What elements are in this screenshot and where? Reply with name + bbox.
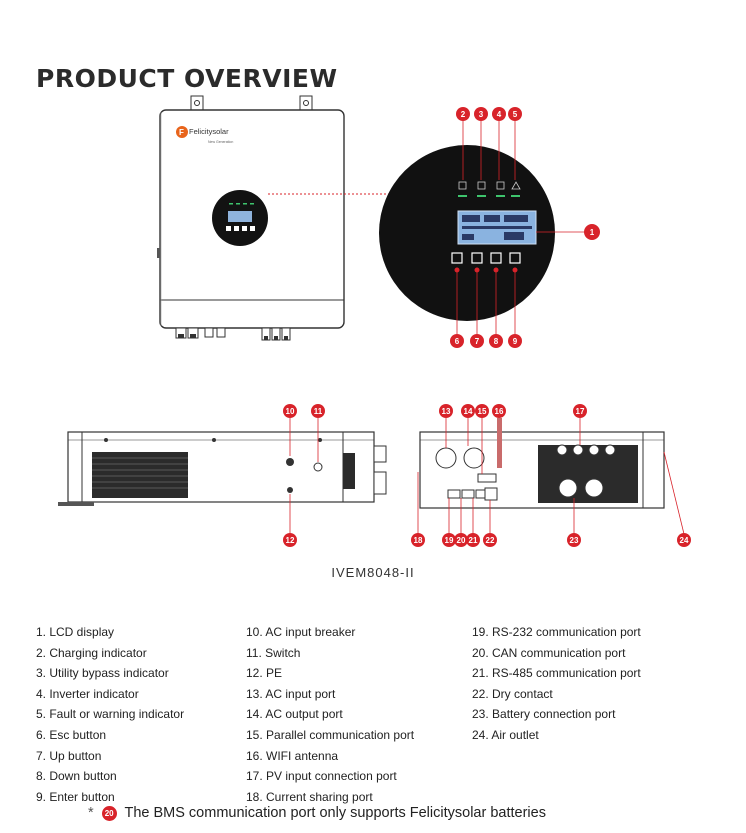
inverter-bottom-view xyxy=(417,418,685,535)
callout-13: 13 xyxy=(439,404,453,418)
callout-8: 8 xyxy=(489,334,503,348)
callout-14: 14 xyxy=(461,404,475,418)
callout-24: 24 xyxy=(677,533,691,547)
callout-9: 9 xyxy=(508,334,522,348)
svg-text:14: 14 xyxy=(464,407,473,416)
callout-4: 4 xyxy=(492,107,506,121)
callout-1: 1 xyxy=(584,224,600,240)
callout-2: 2 xyxy=(456,107,470,121)
svg-text:8: 8 xyxy=(494,337,499,346)
legend-item: 19. RS-232 communication port xyxy=(472,625,641,639)
callout-20: 20 xyxy=(454,533,468,547)
svg-text:22: 22 xyxy=(486,536,495,545)
callout-18: 18 xyxy=(411,533,425,547)
svg-text:2: 2 xyxy=(461,110,466,119)
callout-19: 19 xyxy=(442,533,456,547)
note-text: The BMS communication port only supports… xyxy=(124,805,546,821)
model-label: IVEM8048-II xyxy=(331,565,415,580)
callout-15: 15 xyxy=(475,404,489,418)
svg-text:5: 5 xyxy=(513,110,518,119)
svg-text:21: 21 xyxy=(469,536,478,545)
legend-item: 16. WIFI antenna xyxy=(246,748,339,763)
legend-item: 5. Fault or warning indicator xyxy=(36,707,185,722)
legend-column-2: 10. AC input breaker 11. Switch 12. PE 1… xyxy=(246,622,414,807)
note-star: * xyxy=(88,805,94,821)
bms-note: * 20 The BMS communication port only sup… xyxy=(88,805,546,821)
callout-5: 5 xyxy=(508,107,522,121)
brand-sub: New Generation xyxy=(208,140,233,144)
legend-column-3: 19. RS-232 communication port 20. CAN co… xyxy=(472,622,641,746)
legend-item: 13. AC input port xyxy=(246,686,336,701)
inverter-front-view: F Felicitysolar New Generation xyxy=(157,95,412,341)
brand-name: Felicitysolar xyxy=(189,127,229,136)
svg-text:12: 12 xyxy=(286,536,295,545)
svg-text:6: 6 xyxy=(455,337,460,346)
svg-text:13: 13 xyxy=(442,407,451,416)
svg-text:1: 1 xyxy=(590,228,595,237)
legend-item: 23. Battery connection port xyxy=(472,707,616,722)
control-panel-zoom xyxy=(379,121,584,334)
legend-item: 14. AC output port xyxy=(246,707,343,722)
legend-item: 18. Current sharing port xyxy=(246,789,373,804)
svg-text:11: 11 xyxy=(314,407,323,416)
legend-item: 24. Air outlet xyxy=(472,727,539,742)
legend-item: 3. Utility bypass indicator xyxy=(36,666,169,681)
svg-text:20: 20 xyxy=(457,536,466,545)
svg-text:17: 17 xyxy=(576,407,585,416)
legend-item: 4. Inverter indicator xyxy=(36,686,139,701)
inverter-side-view xyxy=(58,418,387,534)
svg-text:15: 15 xyxy=(478,407,487,416)
legend-item: 12. PE xyxy=(246,666,283,681)
brand-logo-icon xyxy=(176,126,188,138)
legend-item: 21. RS-485 communication port xyxy=(472,666,641,681)
svg-text:3: 3 xyxy=(479,110,484,119)
callout-22: 22 xyxy=(483,533,497,547)
svg-text:10: 10 xyxy=(286,407,295,416)
svg-text:4: 4 xyxy=(497,110,502,119)
callout-badges: 2 3 4 5 1 6 7 8 9 10 11 12 13 14 15 16 1… xyxy=(283,107,691,547)
svg-text:7: 7 xyxy=(475,337,480,346)
legend-item: 17. PV input connection port xyxy=(246,769,397,784)
svg-text:F: F xyxy=(179,128,184,137)
legend-item: 1. LCD display xyxy=(36,625,115,639)
callout-11: 11 xyxy=(311,404,325,418)
legend-item: 7. Up button xyxy=(36,748,102,763)
callout-20-badge: 20 xyxy=(101,806,117,821)
legend-item: 11. Switch xyxy=(246,645,301,660)
callout-3: 3 xyxy=(474,107,488,121)
svg-text:23: 23 xyxy=(570,536,579,545)
callout-6: 6 xyxy=(450,334,464,348)
callout-23: 23 xyxy=(567,533,581,547)
callout-21: 21 xyxy=(466,533,480,547)
legend-item: 20. CAN communication port xyxy=(472,645,626,660)
callout-17: 17 xyxy=(573,404,587,418)
legend-item: 10. AC input breaker xyxy=(246,625,356,639)
svg-text:24: 24 xyxy=(680,536,689,545)
legend-item: 9. Enter button xyxy=(36,789,115,804)
legend-item: 2. Charging indicator xyxy=(36,645,147,660)
legend-item: 6. Esc button xyxy=(36,727,107,742)
svg-text:18: 18 xyxy=(414,536,423,545)
legend-item: 22. Dry contact xyxy=(472,686,553,701)
legend-item: 15. Parallel communication port xyxy=(246,727,415,742)
legend-item: 8. Down button xyxy=(36,769,117,784)
svg-text:16: 16 xyxy=(495,407,504,416)
product-diagram: F Felicitysolar New Generation xyxy=(58,95,691,547)
svg-text:9: 9 xyxy=(513,337,518,346)
callout-12: 12 xyxy=(283,533,297,547)
callout-10: 10 xyxy=(283,404,297,418)
legend-column-1: 1. LCD display 2. Charging indicator 3. … xyxy=(36,622,184,807)
callout-16: 16 xyxy=(492,404,506,418)
svg-text:19: 19 xyxy=(445,536,454,545)
page-title: PRODUCT OVERVIEW xyxy=(36,64,338,93)
callout-7: 7 xyxy=(470,334,484,348)
